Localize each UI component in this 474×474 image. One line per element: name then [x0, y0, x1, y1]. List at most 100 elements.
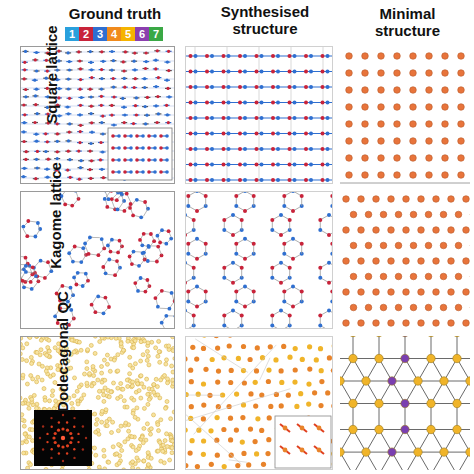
atom-dot — [195, 305, 199, 309]
atom-dot — [79, 130, 82, 133]
atom-dot — [90, 112, 93, 115]
atom-dot — [276, 163, 280, 167]
atom-dot — [205, 54, 209, 58]
atom-dot — [149, 427, 153, 431]
atom-dot — [304, 147, 308, 151]
atom-dot — [54, 441, 57, 444]
atom-dot — [326, 70, 330, 74]
atom-dot — [112, 59, 115, 62]
atom-dot — [222, 101, 226, 105]
bond-line — [122, 114, 128, 115]
atom-dot — [139, 396, 143, 400]
atom-dot — [157, 76, 160, 79]
atom-dot — [231, 309, 235, 313]
atom-dot — [78, 113, 81, 116]
atom-dot — [129, 202, 133, 206]
atom-dot — [442, 121, 449, 128]
atom-dot — [203, 367, 208, 372]
atom-dot — [238, 101, 242, 105]
atom-dot — [165, 134, 169, 138]
atom-dot — [410, 121, 417, 128]
atom-dot — [128, 355, 132, 359]
atom-dot — [121, 97, 124, 100]
atom-dot — [116, 386, 120, 390]
atom-dot — [196, 392, 201, 397]
atom-dot — [166, 61, 169, 64]
atom-dot — [321, 147, 325, 151]
atom-dot — [34, 58, 37, 61]
atom-dot — [395, 304, 402, 311]
bond-line — [155, 113, 161, 114]
atom-dot — [56, 140, 59, 143]
bond-line — [155, 77, 161, 78]
atom-dot — [25, 382, 29, 386]
atom-dot — [378, 138, 385, 145]
atom-dot — [133, 60, 136, 63]
atom-dot — [170, 446, 174, 450]
atom-dot — [318, 218, 322, 222]
atom-dot — [205, 147, 209, 151]
atom-dot — [293, 147, 297, 151]
atom-dot — [260, 163, 264, 167]
atom-dot — [135, 113, 138, 116]
atom-dot — [205, 116, 209, 120]
atom-dot — [122, 106, 125, 109]
atom-dot — [194, 85, 198, 89]
atom-dot — [186, 300, 190, 304]
atom-dot — [126, 384, 130, 388]
atom-dot — [394, 172, 401, 179]
atom-dot — [154, 346, 158, 350]
atom-dot — [106, 244, 110, 248]
atom-dot — [25, 342, 29, 346]
atom-dot — [58, 421, 60, 423]
atom-dot — [159, 134, 163, 138]
atom-dot — [144, 105, 147, 108]
bond-line — [132, 78, 138, 79]
ground-truth-qc — [20, 336, 175, 470]
atom-dot — [120, 449, 124, 453]
atom-dot — [68, 122, 71, 125]
atom-dot — [255, 345, 260, 350]
atom-dot — [34, 177, 37, 180]
atom-dot — [286, 393, 291, 398]
atom-dot — [253, 380, 258, 385]
atom-dot — [69, 286, 73, 290]
bond-line — [88, 96, 94, 97]
atom-dot — [90, 76, 93, 79]
atom-dot — [189, 178, 193, 182]
atom-dot — [61, 436, 65, 440]
atom-dot — [32, 393, 36, 397]
atom-dot — [222, 132, 226, 136]
atom-dot — [128, 206, 132, 210]
atom-dot — [92, 374, 96, 378]
atom-dot — [102, 60, 105, 63]
atom-dot — [210, 357, 215, 362]
atom-dot — [190, 345, 195, 350]
bond-line — [109, 69, 115, 70]
atom-dot — [410, 104, 417, 111]
atom-dot — [22, 225, 26, 229]
atom-dot — [168, 307, 172, 311]
atom-dot — [463, 258, 470, 265]
atom-dot — [107, 395, 111, 399]
atom-dot — [260, 101, 264, 105]
atom-dot — [96, 395, 100, 399]
atom-dot — [165, 432, 169, 436]
atom-dot — [227, 178, 231, 182]
bond-line — [67, 98, 73, 99]
atom-dot — [22, 130, 25, 133]
atom-dot — [455, 211, 462, 218]
atom-dot — [44, 369, 48, 373]
atom-dot — [131, 411, 135, 415]
atom-dot — [410, 211, 417, 218]
bond-line — [131, 87, 137, 88]
atom-dot — [152, 383, 156, 387]
atom-dot — [425, 211, 432, 218]
atom-dot — [358, 320, 365, 327]
atom-dot — [67, 87, 70, 90]
bond-line — [99, 88, 105, 89]
bond-line — [65, 113, 71, 114]
atom-dot — [346, 87, 353, 94]
atom-dot — [309, 70, 313, 74]
atom-dot — [442, 138, 449, 145]
